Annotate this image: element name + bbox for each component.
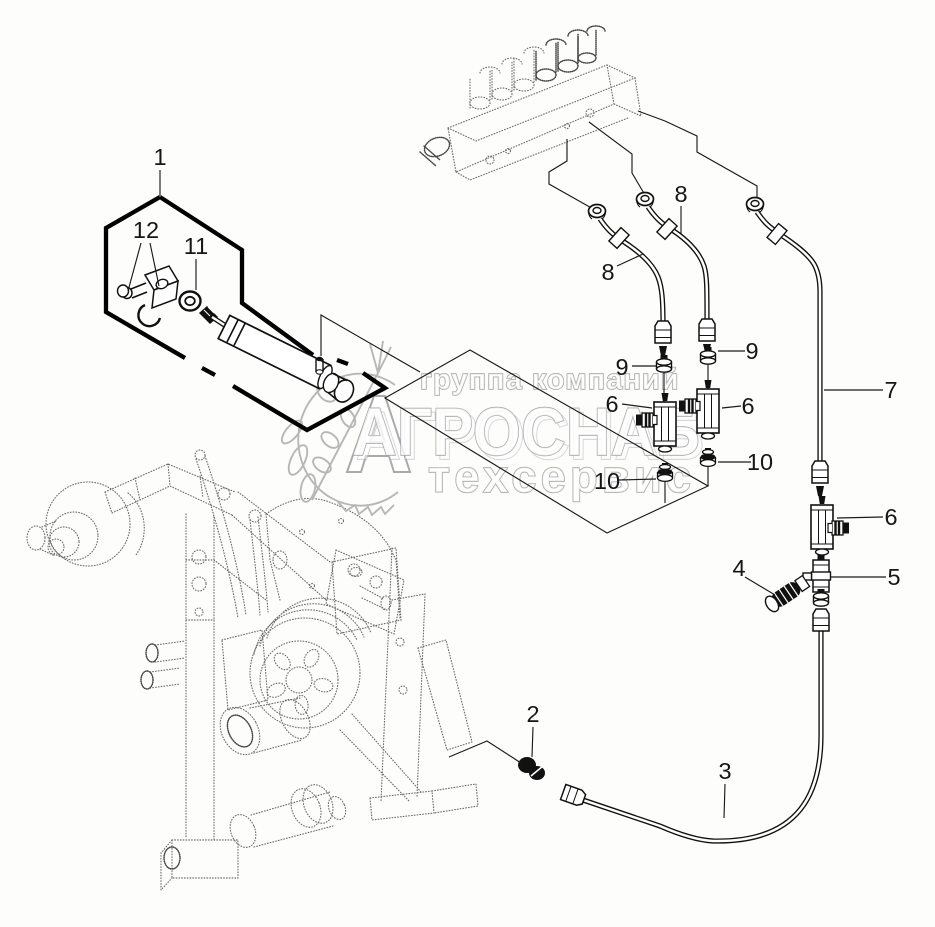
hydraulic-cylinder-parts [116, 265, 355, 403]
callout-10-left: 10 [594, 468, 620, 494]
watermark-service-line: техсервис [428, 451, 696, 502]
elbow-fitting-2 [518, 757, 588, 808]
callout-3: 3 [718, 758, 731, 784]
valve-block-illustration [419, 25, 642, 181]
cylinder-kit-boundary [103, 195, 390, 433]
clevis-bracket [116, 265, 180, 328]
callout-9-left: 9 [615, 354, 628, 380]
callout-8-left: 8 [601, 259, 614, 285]
callout-2: 2 [526, 701, 539, 727]
callout-1: 1 [153, 144, 166, 170]
pin-position-line [320, 314, 421, 373]
fittings [448, 191, 851, 808]
callout-11: 11 [184, 233, 208, 259]
nut-10-right [699, 447, 717, 468]
lock-nut-ring [178, 290, 202, 312]
watermark: группа компаний АГРОСНАБ АГРОСНАБ техсер… [280, 340, 705, 517]
nut-9-left [655, 354, 673, 373]
gearbox-machine-illustration [26, 449, 479, 892]
watermark-company-line: группа компаний [420, 364, 680, 396]
callout-8-right: 8 [674, 181, 687, 207]
banjo-bolt-right [745, 196, 765, 213]
callout-12: 12 [133, 217, 159, 243]
callout-10-right: 10 [747, 449, 773, 475]
nut-10-left [656, 462, 674, 483]
callout-6-bottom: 6 [884, 504, 897, 530]
callout-7: 7 [884, 377, 897, 403]
hydraulic-lines [582, 205, 824, 844]
banjo-bolt-middle [635, 191, 655, 208]
callout-9-right: 9 [745, 338, 758, 364]
callout-5: 5 [887, 564, 900, 590]
banjo-bolt-left [587, 203, 607, 220]
callout-labels: 1 12 11 8 8 9 9 6 6 6 10 10 7 4 5 2 3 [133, 144, 901, 784]
hose-4 [764, 574, 811, 613]
hose-routing-lines [548, 110, 758, 211]
callout-leaders [127, 170, 886, 819]
callout-6-left: 6 [605, 391, 618, 417]
mounting-plane-outline [383, 349, 710, 534]
callout-4: 4 [732, 555, 745, 581]
watermark-brand-shadow: АГРОСНАБ [356, 398, 704, 474]
callout-6-right: 6 [741, 393, 754, 419]
nut-9-right [699, 346, 717, 365]
